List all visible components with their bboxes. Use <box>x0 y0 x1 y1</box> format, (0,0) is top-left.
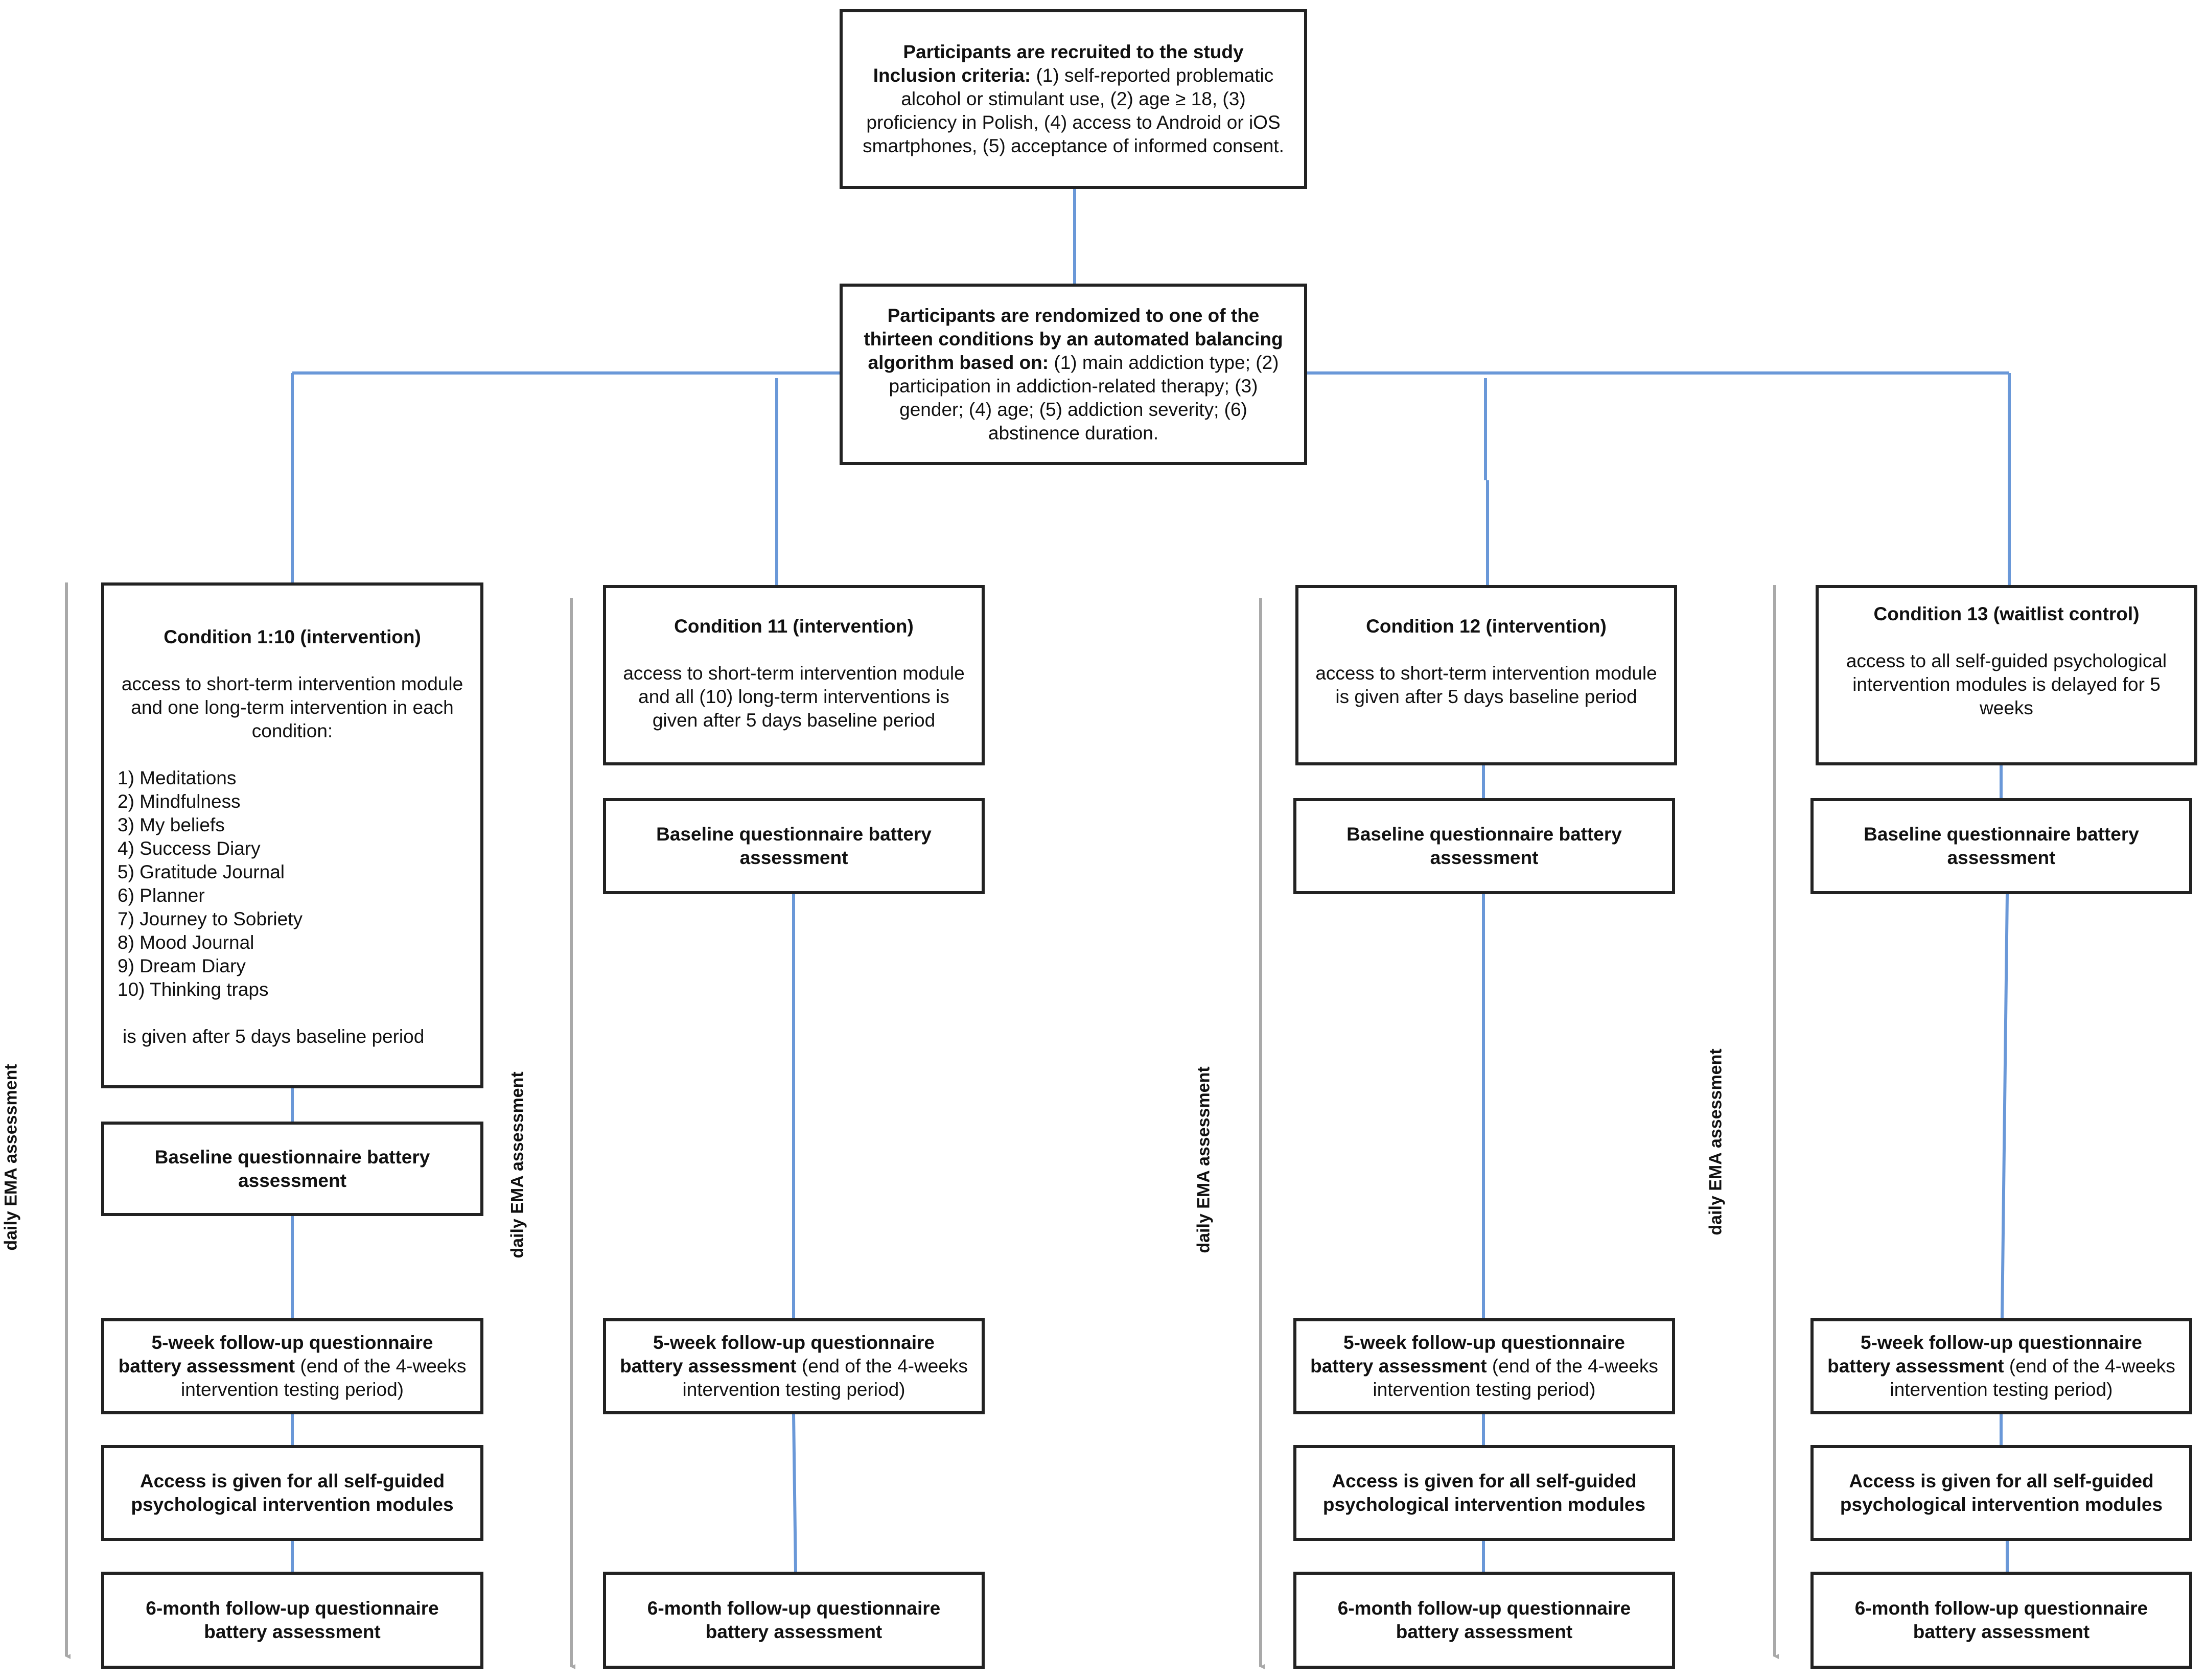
cond1-module-item: 6) Planner <box>118 885 205 906</box>
ema-label-3: daily EMA assessment <box>1194 1066 1214 1253</box>
ema-label-1: daily EMA assessment <box>1 1064 21 1251</box>
recruit-criteria: Inclusion criteria: (1) self-reported pr… <box>856 64 1291 158</box>
cond13-text: access to all self-guided psychological … <box>1846 650 2167 718</box>
randomize-box: Participants are rendomized to one of th… <box>840 284 1307 465</box>
c11-baseline-box: Baseline questionnaire battery assessmen… <box>603 798 985 894</box>
cond1-module-item: 2) Mindfulness <box>118 791 241 812</box>
condition-11-box: Condition 11 (intervention) access to sh… <box>603 585 985 765</box>
cond1-module-item: 3) My beliefs <box>118 814 225 835</box>
c11-followup5-box: 5-week follow-up questionnaire battery a… <box>603 1318 985 1414</box>
criteria-text: (1) self-reported problematic alcohol or… <box>863 65 1284 156</box>
cond1-module-item: 5) Gratitude Journal <box>118 861 285 882</box>
criteria-label: Inclusion criteria: <box>873 65 1031 86</box>
c12-access-box: Access is given for all self-guided psyc… <box>1293 1445 1675 1541</box>
c12-followup5-plain: (end of the 4-weeks intervention testing… <box>1373 1356 1658 1400</box>
ema-label-4: daily EMA assessment <box>1706 1048 1726 1235</box>
c12-followup6-box: 6-month follow-up questionnaire battery … <box>1293 1572 1675 1669</box>
c1-followup5-bold: 5-week follow-up questionnaire battery a… <box>118 1332 433 1376</box>
c13-followup5-plain: (end of the 4-weeks intervention testing… <box>1890 1356 2175 1400</box>
cond1-intro: access to short-term intervention module… <box>121 673 463 741</box>
cond1-module-item: 7) Journey to Sobriety <box>118 908 303 929</box>
c1-followup5-plain: (end of the 4-weeks intervention testing… <box>180 1356 467 1400</box>
ema-label-2: daily EMA assessment <box>507 1071 527 1258</box>
c13-baseline-box: Baseline questionnaire battery assessmen… <box>1810 798 2192 894</box>
c13-access-box: Access is given for all self-guided psyc… <box>1810 1445 2192 1541</box>
c11-followup5-plain: (end of the 4-weeks intervention testing… <box>682 1356 968 1400</box>
cond1-module-item: 8) Mood Journal <box>118 932 254 953</box>
c1-baseline-box: Baseline questionnaire battery assessmen… <box>101 1122 483 1216</box>
c11-followup5-bold: 5-week follow-up questionnaire battery a… <box>620 1332 935 1376</box>
condition-1-10-box: Condition 1:10 (intervention) access to … <box>101 582 483 1088</box>
randomize-bold: Participants are rendomized to one of th… <box>864 305 1283 373</box>
cond12-text: access to short-term intervention module… <box>1315 663 1657 707</box>
cond1-outro: is given after 5 days baseline period <box>123 1026 425 1047</box>
c12-baseline-box: Baseline questionnaire battery assessmen… <box>1293 798 1675 894</box>
c1-followup5-box: 5-week follow-up questionnaire battery a… <box>101 1318 483 1414</box>
cond12-title: Condition 12 (intervention) <box>1366 616 1607 637</box>
cond1-module-item: 9) Dream Diary <box>118 955 246 976</box>
cond1-module-item: 4) Success Diary <box>118 838 261 859</box>
cond13-title: Condition 13 (waitlist control) <box>1873 603 2140 624</box>
c13-followup5-bold: 5-week follow-up questionnaire battery a… <box>1827 1332 2142 1376</box>
cond11-title: Condition 11 (intervention) <box>674 616 914 637</box>
c1-access-box: Access is given for all self-guided psyc… <box>101 1445 483 1541</box>
cond1-module-item: 10) Thinking traps <box>118 979 269 1000</box>
randomize-plain: (1) main addiction type; (2) participati… <box>889 352 1279 444</box>
c13-followup6-box: 6-month follow-up questionnaire battery … <box>1810 1572 2192 1669</box>
c12-followup5-bold: 5-week follow-up questionnaire battery a… <box>1310 1332 1625 1376</box>
c13-followup5-box: 5-week follow-up questionnaire battery a… <box>1810 1318 2192 1414</box>
cond1-title: Condition 1:10 (intervention) <box>164 626 421 647</box>
c1-followup6-box: 6-month follow-up questionnaire battery … <box>101 1572 483 1669</box>
c12-followup5-box: 5-week follow-up questionnaire battery a… <box>1293 1318 1675 1414</box>
c11-followup6-box: 6-month follow-up questionnaire battery … <box>603 1572 985 1669</box>
connector-c11-2 <box>792 1414 797 1572</box>
condition-12-box: Condition 12 (intervention) access to sh… <box>1295 585 1677 765</box>
recruit-box: Participants are recruited to the study … <box>840 9 1307 189</box>
recruit-title: Participants are recruited to the study <box>903 41 1244 62</box>
cond11-text: access to short-term intervention module… <box>623 663 965 731</box>
connector-c13-1 <box>2001 894 2009 1319</box>
randomize-text: Participants are rendomized to one of th… <box>856 304 1291 445</box>
condition-13-box: Condition 13 (waitlist control) access t… <box>1816 585 2197 765</box>
cond1-module-item: 1) Meditations <box>118 767 237 788</box>
